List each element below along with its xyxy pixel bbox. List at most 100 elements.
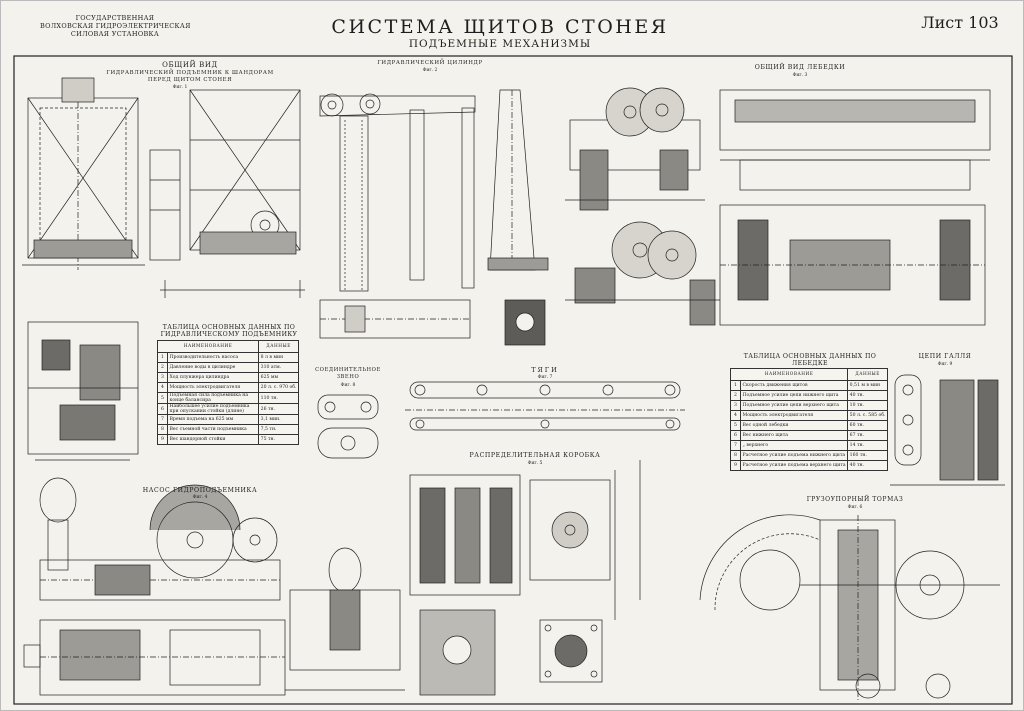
row-number: 3 (157, 372, 168, 383)
fig4-title: НАСОС ГИДРОПОДЪЕМНИКА (142, 487, 258, 494)
row-name: Вес нижнего щита (739, 430, 849, 441)
fig9-number: Фиг. 9 (937, 362, 953, 367)
row-number: 2 (730, 390, 741, 401)
fig6-number: Фиг. 6 (847, 505, 863, 510)
org-line: ВОЛХОВСКАЯ ГИДРОЭЛЕКТРИЧЕСКАЯ (40, 22, 191, 30)
fig4-drawing (23, 477, 286, 696)
fig7-number: Фиг. 7 (537, 375, 553, 380)
row-value: 40 тн. (847, 460, 888, 471)
row-number: 5 (730, 420, 741, 431)
row-name: Давление воды в цилиндре (166, 362, 260, 373)
row-number: 8 (730, 450, 741, 461)
row-value: 3,1 мин. (258, 414, 299, 425)
table-header-row: НАИМЕНОВАНИЕ ДАННЫЕ (156, 340, 299, 353)
row-name: Мощность электродвигателя (739, 410, 849, 421)
sheet-title: СИСТЕМА ЩИТОВ СТОНЕЯ (331, 16, 669, 38)
row-value: 8 л в мин (258, 352, 299, 363)
fig1-number: Фиг. 1 (172, 85, 188, 90)
row-number: 4 (730, 410, 741, 421)
fig8-number: Фиг. 8 (340, 383, 356, 388)
row-number: 9 (730, 460, 741, 471)
row-value: 160 тн. (847, 450, 888, 461)
table-header-row: НАИМЕНОВАНИЕ ДАННЫЕ (729, 368, 888, 381)
row-value: 0,51 м в мин (847, 380, 888, 391)
row-name: Ход плунжера цилиндра (166, 372, 260, 383)
fig1-drawing (22, 77, 305, 461)
row-number: 6 (157, 403, 168, 415)
fig2-title: ГИДРАВЛИЧЕСКИЙ ЦИЛИНДР (377, 60, 483, 66)
fig5-title: РАСПРЕДЕЛИТЕЛЬНАЯ КОРОБКА (469, 452, 601, 459)
row-name: Время подъема на 625 мм (166, 414, 260, 425)
row-value: 26 тн. (258, 403, 299, 415)
row-name: Мощность электродвигателя (166, 382, 260, 393)
row-value: 67 тн. (847, 430, 888, 441)
row-number: 7 (730, 440, 741, 451)
org-line: ГОСУДАРСТВЕННАЯ (75, 14, 155, 22)
row-value: 40 тн. (847, 390, 888, 401)
row-number: 1 (730, 380, 741, 391)
row-name: Расчетное усилие подъема верхнего щита (739, 460, 849, 471)
row-number: 4 (157, 382, 168, 393)
column-header-name: НАИМЕНОВАНИЕ (156, 340, 260, 353)
table-winch-title: ТАБЛИЦА ОСНОВНЫХ ДАННЫХ ПО ЛЕБЕДКЕ (743, 353, 877, 367)
row-value: 110 тн. (258, 392, 299, 404)
row-number: 3 (730, 400, 741, 411)
row-name: Вес шандорной стойки (166, 434, 260, 445)
row-name: Производительность насоса (166, 352, 260, 363)
fig2-drawing (319, 89, 549, 346)
row-value: 10 тн. (847, 400, 888, 411)
row-name: Наибольшее усилие подъемника при опускан… (166, 403, 260, 415)
row-name: Вес одной лебедки (739, 420, 849, 431)
column-header-data: ДАННЫЕ (847, 368, 888, 381)
fig8-title: СОЕДИНИТЕЛЬНОЕ ЗВЕНО (315, 367, 381, 380)
row-value: 20 л. с. 970 об. (258, 382, 299, 393)
row-name: Вес съемной части подъемника (166, 424, 260, 435)
fig6-title: ГРУЗОУПОРНЫЙ ТОРМАЗ (806, 496, 904, 503)
row-name: Расчетное усилие подъема нижнего щита (739, 450, 849, 461)
fig2-number: Фиг. 2 (422, 68, 438, 73)
row-name: Подъемное усилие цепи нижнего щита (739, 390, 849, 401)
row-name: „ верхнего (739, 440, 849, 451)
row-number: 1 (157, 352, 168, 363)
column-header-name: НАИМЕНОВАНИЕ (729, 368, 849, 381)
fig5-number: Фиг. 5 (527, 461, 543, 466)
row-number: 6 (730, 430, 741, 441)
row-value: 60 тн. (847, 420, 888, 431)
row-value: 625 мм (258, 372, 299, 383)
row-name: Подъемное усилие цепи верхнего щита (739, 400, 849, 411)
row-value: 7,5 тн. (258, 424, 299, 435)
sheet-number: Лист 103 (921, 13, 999, 32)
fig3-number: Фиг. 3 (792, 73, 808, 78)
row-number: 8 (157, 424, 168, 435)
row-name: Скорость движения щитов (739, 380, 849, 391)
fig1-subtitle: ГИДРАВЛИЧЕСКИЙ ПОДЪЕМНИК К ШАНДОРАМ ПЕРЕ… (106, 70, 274, 83)
fig3-title: ОБЩИЙ ВИД ЛЕБЕДКИ (754, 64, 846, 71)
fig7-title: ТЯГИ (531, 366, 559, 374)
row-value: 14 тн. (847, 440, 888, 451)
column-header-data: ДАННЫЕ (258, 340, 299, 353)
row-number: 2 (157, 362, 168, 373)
fig5-drawing (285, 460, 641, 696)
row-value: 310 атм. (258, 362, 299, 373)
fig4-number: Фиг. 4 (192, 495, 208, 500)
fig3-drawing (565, 87, 991, 326)
row-number: 5 (157, 392, 168, 404)
row-name: Подъемная сила подъемника на конце балан… (166, 392, 260, 404)
fig6-drawing (699, 514, 1000, 700)
